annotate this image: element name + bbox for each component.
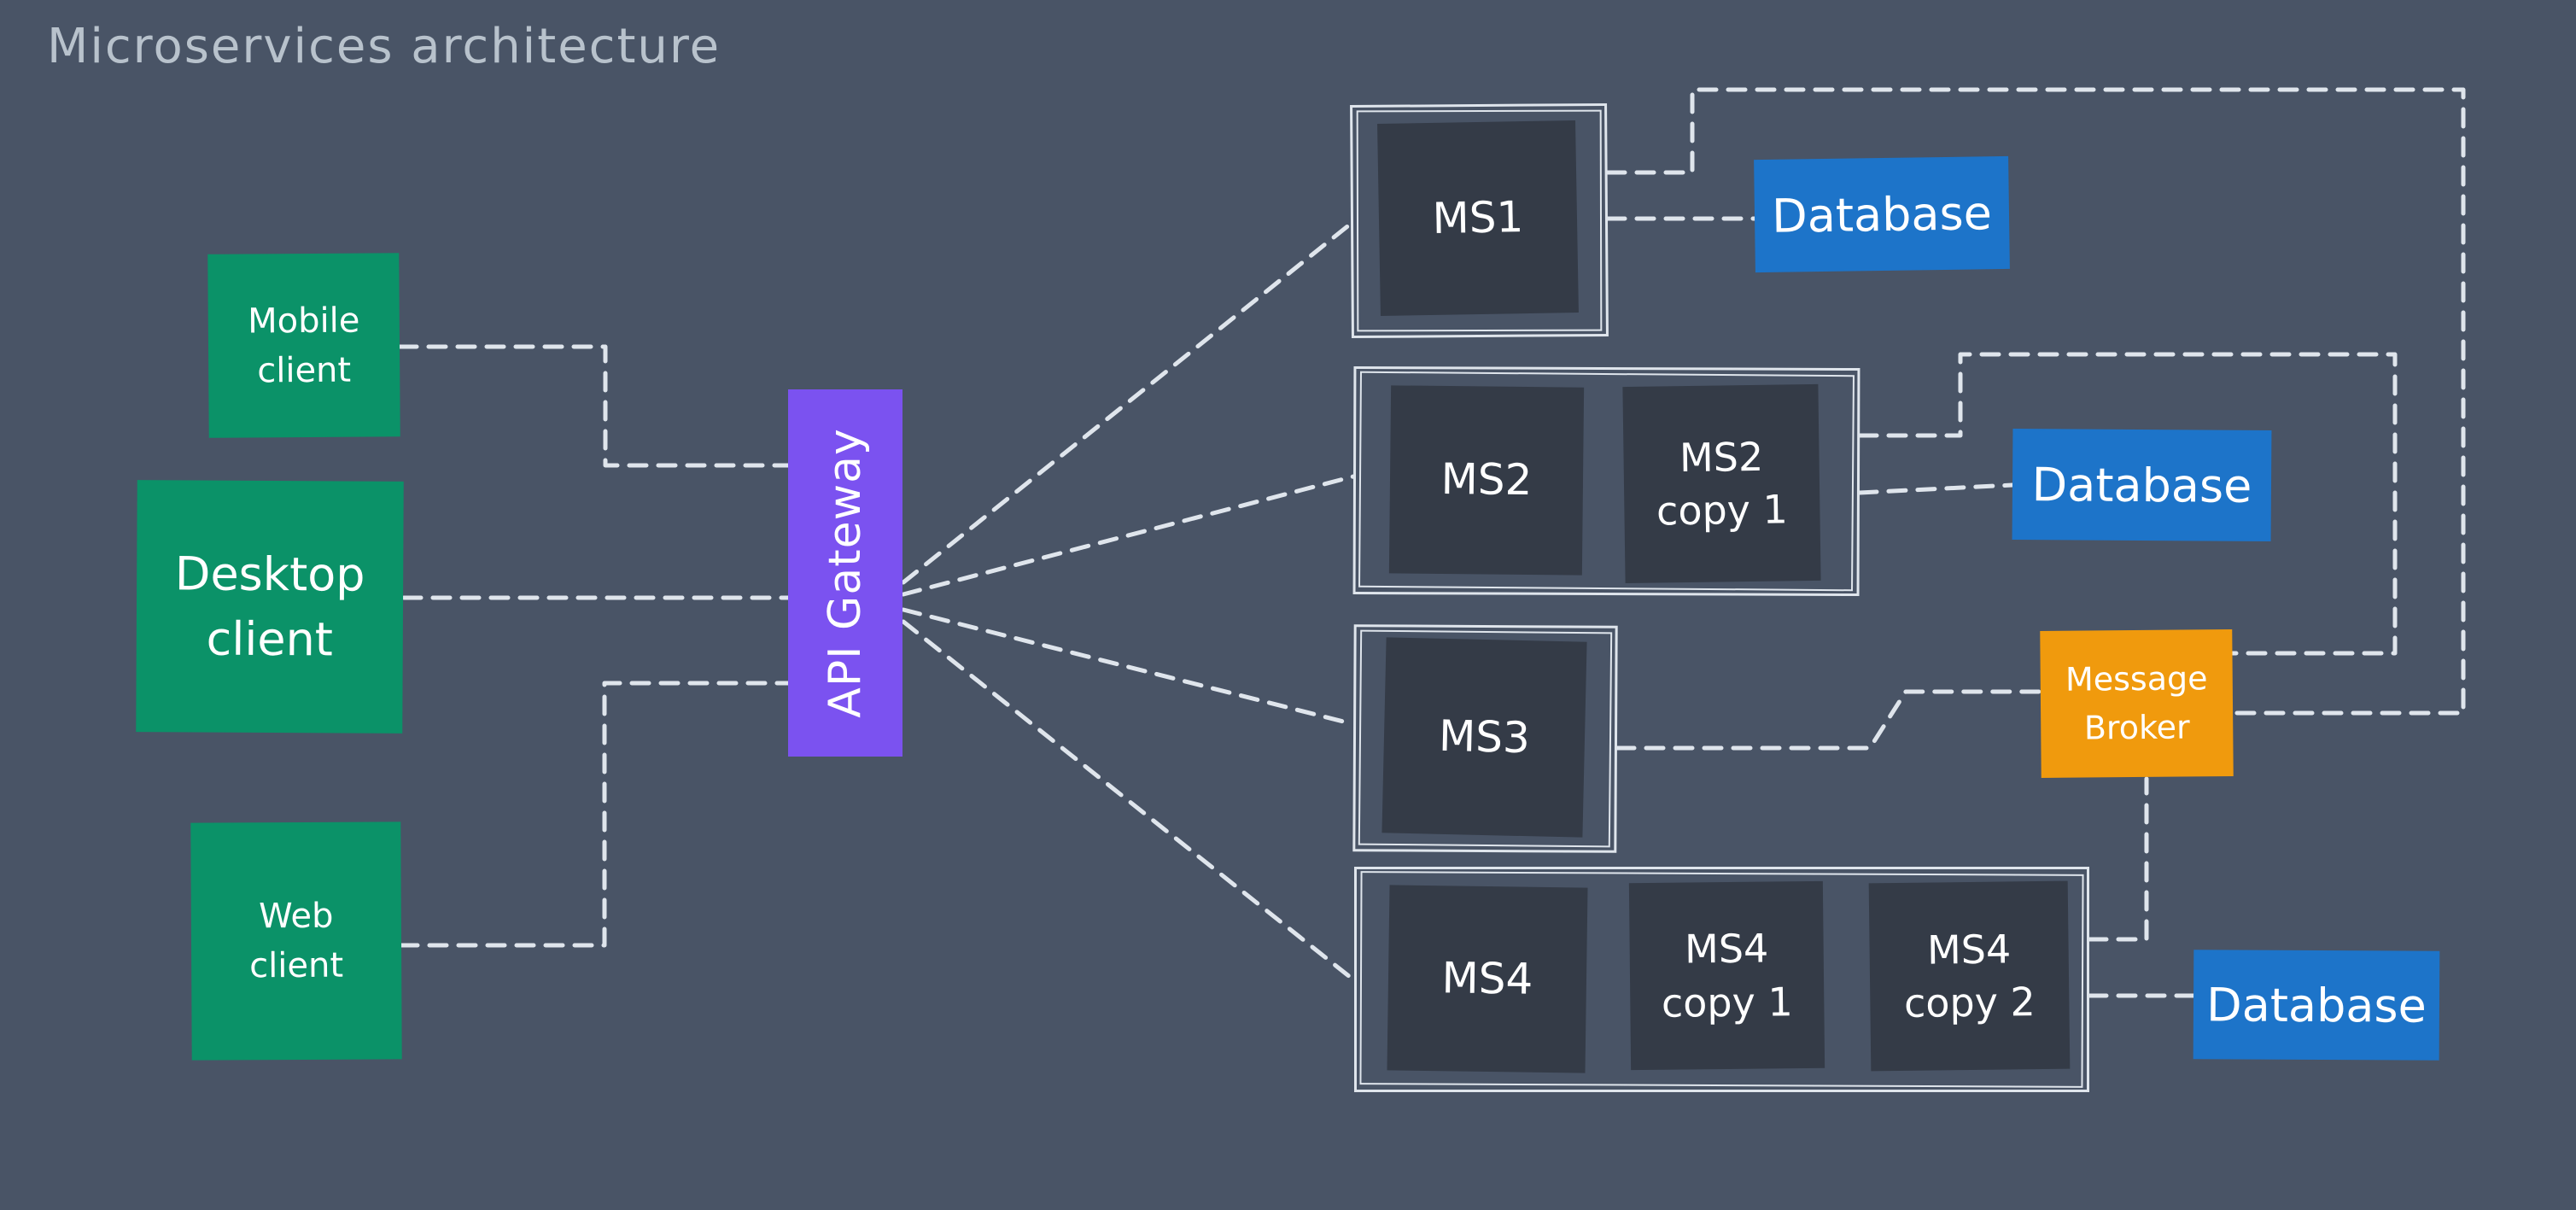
ms3-group[interactable]: MS3 — [1352, 624, 1618, 853]
ms4-label: MS4 — [1441, 953, 1533, 1004]
ms4-copy1-label: MS4 copy 1 — [1661, 925, 1793, 1026]
node-database-ms2[interactable]: Database — [2012, 428, 2272, 542]
node-ms4[interactable]: MS4 — [1387, 885, 1588, 1073]
message-broker-label: Message Broker — [2065, 659, 2208, 747]
edge-api_gateway-ms2[interactable] — [901, 474, 1356, 597]
database-ms4-label: Database — [2205, 977, 2427, 1033]
api-gateway-label: API Gateway — [820, 428, 872, 718]
edge-web_client-api_gateway[interactable] — [398, 681, 791, 948]
node-database-ms4[interactable]: Database — [2193, 950, 2440, 1061]
edge-ms3-message_broker[interactable] — [1615, 689, 2043, 751]
ms2-copy1-label: MS2 copy 1 — [1656, 433, 1789, 535]
ms3-label: MS3 — [1438, 710, 1531, 763]
edge-ms1-message_broker[interactable] — [1605, 87, 2466, 716]
database-ms2-label: Database — [2031, 457, 2252, 513]
node-database-ms1[interactable]: Database — [1754, 155, 2010, 273]
edge-api_gateway-ms1[interactable] — [901, 221, 1353, 585]
ms4-copy2-label: MS4 copy 2 — [1903, 926, 2036, 1026]
ms2-group[interactable]: MS2 MS2 copy 1 — [1352, 365, 1860, 597]
node-desktop-client[interactable]: Desktop client — [136, 480, 404, 734]
node-ms4-copy1[interactable]: MS4 copy 1 — [1628, 880, 1825, 1071]
diagram-title[interactable]: Microservices architecture — [47, 19, 721, 74]
node-ms1[interactable]: MS1 — [1377, 120, 1579, 317]
node-web-client[interactable]: Web client — [190, 821, 402, 1061]
edge-api_gateway-ms3[interactable] — [901, 607, 1356, 727]
edge-ms4-message_broker[interactable] — [2087, 776, 2149, 942]
node-mobile-client[interactable]: Mobile client — [207, 253, 400, 438]
edge-mobile_client-api_gateway[interactable] — [397, 344, 791, 468]
edge-api_gateway-ms4[interactable] — [901, 619, 1357, 983]
ms1-group[interactable]: MS1 — [1350, 102, 1609, 339]
desktop-client-label: Desktop client — [174, 547, 365, 666]
node-ms3[interactable]: MS3 — [1381, 637, 1587, 838]
node-ms4-copy2[interactable]: MS4 copy 2 — [1868, 880, 2071, 1072]
edge-ms2-message_broker[interactable] — [1857, 352, 2398, 656]
database-ms1-label: Database — [1771, 185, 1993, 243]
node-ms2[interactable]: MS2 — [1388, 385, 1585, 576]
ms1-label: MS1 — [1432, 191, 1524, 243]
node-api-gateway[interactable]: API Gateway — [788, 389, 902, 757]
ms2-label: MS2 — [1440, 454, 1533, 506]
edge-ms2-database_ms2[interactable] — [1857, 482, 2015, 495]
mobile-client-label: Mobile client — [248, 301, 360, 390]
node-ms2-copy1[interactable]: MS2 copy 1 — [1622, 383, 1821, 584]
web-client-label: Web client — [249, 896, 344, 986]
node-message-broker[interactable]: Message Broker — [2040, 629, 2234, 778]
ms4-group[interactable]: MS4 MS4 copy 1 MS4 copy 2 — [1354, 867, 2089, 1092]
